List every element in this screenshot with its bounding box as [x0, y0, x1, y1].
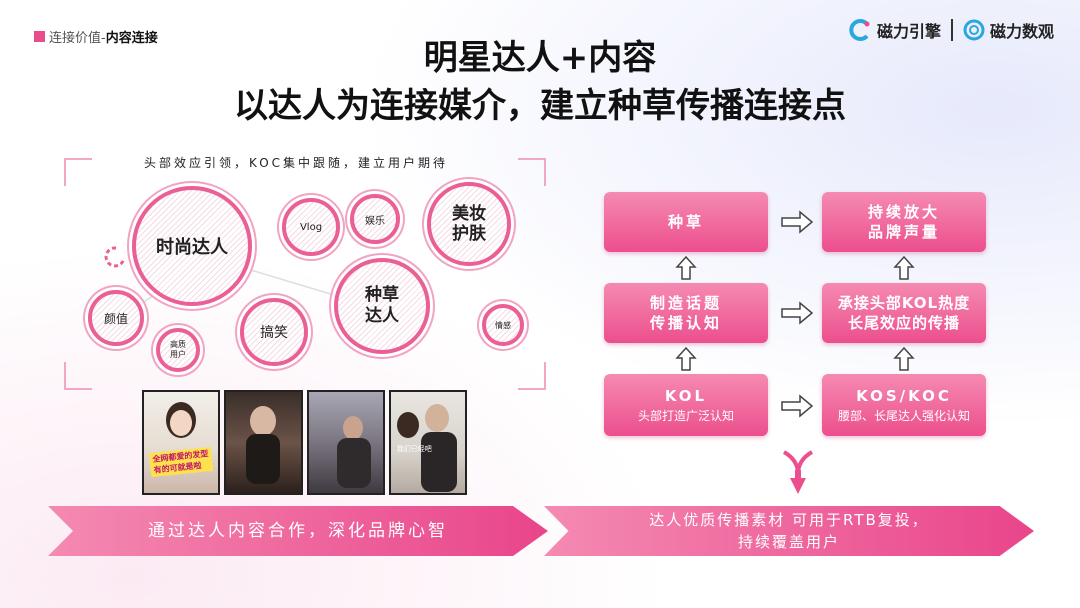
page-subtitle: 以达人为连接媒介，建立种草传播连接点: [234, 86, 846, 126]
photo-1-face: [170, 410, 192, 436]
bubble-beauty-label-1: 美妆: [452, 204, 486, 224]
bubble-seeding-influencer: 种草 达人: [334, 258, 430, 354]
banner-brand-mindshare: 通过达人内容合作，深化品牌心智: [48, 506, 548, 556]
flow-seed-title: 种草: [667, 213, 704, 231]
brand-logos: 磁力引擎 磁力数观: [848, 18, 1054, 42]
flow-kol-heat-title-1: 承接头部KOL热度: [837, 294, 971, 312]
photo-2-face: [250, 406, 277, 436]
bubble-entertainment-label: 娱乐: [365, 215, 385, 227]
influencer-photo-1: 全网都爱的发型 有的可就是啦: [142, 390, 221, 495]
photo-4-body: [420, 432, 457, 492]
photo-3-face: [342, 416, 363, 440]
flow-box-seed: 种草: [604, 192, 768, 252]
bubble-high-quality-label-1: 高质: [170, 340, 186, 349]
flow-kol-desc: 头部打造广泛认知: [637, 409, 734, 423]
bubble-appearance: 颜值: [88, 290, 144, 346]
frame-corner: [64, 362, 92, 390]
frame-corner: [518, 158, 546, 186]
photo-4-person-2: [424, 404, 449, 432]
bubble-seeding-label-2: 达人: [365, 306, 399, 326]
logo-engine: 磁力引擎: [848, 18, 941, 42]
flow-box-kos-koc: KOS/KOC 腰部、长尾达人强化认知: [822, 374, 986, 436]
frame-corner: [518, 362, 546, 390]
banner-right-text-2: 持续覆盖用户: [737, 533, 840, 551]
influencer-photo-3: [306, 390, 385, 495]
logo-separator: [950, 19, 953, 41]
influencer-photo-2: [224, 390, 303, 495]
arrow-right-icon: [781, 210, 814, 234]
logo-insight: 磁力数观: [963, 18, 1054, 42]
banner-right-text-1: 达人优质传播素材 可用于RTB复投，: [649, 511, 929, 529]
breadcrumb: 连接价值- 内容连接: [34, 27, 158, 46]
bubble-funny: 搞笑: [240, 298, 308, 366]
bubble-high-quality-users: 高质 用户: [156, 328, 200, 372]
panel-caption: 头部效应引领，KOC集中跟随，建立用户期待: [144, 156, 449, 170]
flow-box-kol-heat: 承接头部KOL热度 长尾效应的传播: [822, 283, 986, 343]
bubble-emotion: 情感: [482, 304, 524, 346]
bubble-vlog: Vlog: [282, 198, 340, 256]
flow-kol-heat-title-2: 长尾效应的传播: [847, 314, 960, 332]
breadcrumb-current: 内容连接: [105, 31, 158, 46]
arrow-up-icon: [675, 255, 697, 280]
arrow-up-icon: [893, 346, 915, 371]
bubble-fashion-label: 时尚达人: [156, 237, 228, 258]
photo-4-caption: 我们已经吧: [396, 445, 432, 453]
influencer-photo-4: 我们已经吧: [388, 390, 467, 495]
arrow-up-icon: [893, 255, 915, 280]
flow-amplify-title-2: 品牌声量: [867, 223, 940, 241]
bubble-appearance-label: 颜值: [103, 311, 128, 326]
merge-down-arrow-icon: [782, 450, 814, 494]
engine-logo-icon: [849, 19, 870, 41]
logo-insight-text: 磁力数观: [989, 22, 1054, 41]
arrow-right-icon: [781, 301, 814, 325]
banner-rtb-reuse: 达人优质传播素材 可用于RTB复投， 持续覆盖用户: [544, 506, 1034, 556]
influencer-photos: 全网都爱的发型 有的可就是啦 我们已经吧: [142, 390, 467, 495]
photo-3-body: [336, 438, 371, 488]
breadcrumb-marker: [34, 31, 45, 42]
breadcrumb-prefix: 连接价值-: [49, 31, 106, 46]
photo-1-caption: 全网都爱的发型 有的可就是啦: [148, 446, 214, 478]
flow-kol-title: KOL: [664, 387, 708, 405]
flow-box-amplify: 持续放大 品牌声量: [822, 192, 986, 252]
bubble-seeding-label-1: 种草: [365, 285, 399, 305]
flow-amplify-title-1: 持续放大: [867, 203, 940, 221]
flow-kos-title: KOS/KOC: [856, 387, 952, 405]
flow-box-kol: KOL 头部打造广泛认知: [604, 374, 768, 436]
bubble-high-quality-label-2: 用户: [170, 350, 186, 359]
photo-2-body: [246, 434, 281, 484]
flow-box-topic: 制造话题 传播认知: [604, 283, 768, 343]
bubble-fashion: 时尚达人: [132, 186, 252, 306]
arrow-right-icon: [781, 394, 814, 418]
flow-kos-desc: 腰部、长尾达人强化认知: [837, 409, 970, 423]
frame-corner: [64, 158, 92, 186]
influencer-bubble-panel: 头部效应引领，KOC集中跟随，建立用户期待 时尚达人 Vlog 娱乐 美妆 护肤…: [64, 156, 546, 390]
insight-logo-icon: [963, 19, 985, 41]
arrow-up-icon: [675, 346, 697, 371]
bubble-funny-label: 搞笑: [260, 325, 288, 341]
bubble-vlog-label: Vlog: [299, 221, 323, 233]
flow-topic-title-1: 制造话题: [649, 294, 722, 312]
bubble-entertainment: 娱乐: [350, 194, 400, 244]
flow-topic-title-2: 传播认知: [649, 314, 722, 332]
logo-engine-text: 磁力引擎: [876, 22, 941, 41]
photo-4-person-1: [396, 412, 419, 438]
page-title: 明星达人+内容: [423, 38, 657, 78]
bubble-emotion-label: 情感: [495, 320, 511, 330]
banner-left-text: 通过达人内容合作，深化品牌心智: [148, 521, 448, 541]
bubble-beauty-label-2: 护肤: [452, 224, 486, 244]
bubble-beauty: 美妆 护肤: [427, 182, 511, 266]
